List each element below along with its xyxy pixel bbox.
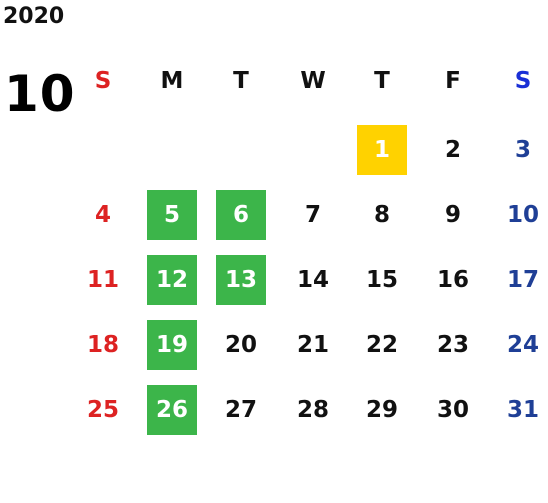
calendar-day: 17	[506, 267, 539, 293]
year-label: 2020	[3, 4, 65, 29]
calendar-day: 25	[86, 397, 119, 423]
weekday-header-monday: M	[160, 68, 184, 94]
calendar-day: 31	[506, 397, 539, 423]
calendar-day: 7	[304, 202, 321, 228]
weekday-header-thursday: T	[374, 68, 390, 94]
weekday-header-sunday: S	[94, 68, 112, 94]
calendar-day: 24	[506, 332, 539, 358]
calendar-day: 11	[86, 267, 119, 293]
weekday-header-saturday: S	[514, 68, 532, 94]
calendar-day: 4	[94, 202, 111, 228]
calendar-day: 23	[436, 332, 469, 358]
calendar-day-highlighted: 19	[147, 320, 197, 370]
calendar-day: 9	[444, 202, 461, 228]
calendar-day: 8	[373, 202, 390, 228]
calendar-day: 28	[296, 397, 329, 423]
calendar-day: 27	[224, 397, 257, 423]
calendar-day: 10	[506, 202, 539, 228]
calendar-day-highlighted: 13	[216, 255, 266, 305]
calendar-day: 22	[365, 332, 398, 358]
month-number: 10	[4, 65, 76, 123]
calendar-day: 18	[86, 332, 119, 358]
calendar-day: 16	[436, 267, 469, 293]
calendar-day: 29	[365, 397, 398, 423]
calendar-day: 14	[296, 267, 329, 293]
calendar-day-highlighted: 5	[147, 190, 197, 240]
weekday-header-friday: F	[445, 68, 461, 94]
calendar-day-highlighted: 12	[147, 255, 197, 305]
calendar-day: 2	[444, 137, 461, 163]
weekday-header-wednesday: W	[300, 68, 326, 94]
calendar-day: 3	[514, 137, 531, 163]
weekday-header-tuesday: T	[233, 68, 249, 94]
calendar-day: 20	[224, 332, 257, 358]
calendar-day: 15	[365, 267, 398, 293]
calendar-day: 21	[296, 332, 329, 358]
calendar-day-highlighted: 1	[357, 125, 407, 175]
calendar-day-highlighted: 26	[147, 385, 197, 435]
calendar-day-highlighted: 6	[216, 190, 266, 240]
calendar-day: 30	[436, 397, 469, 423]
